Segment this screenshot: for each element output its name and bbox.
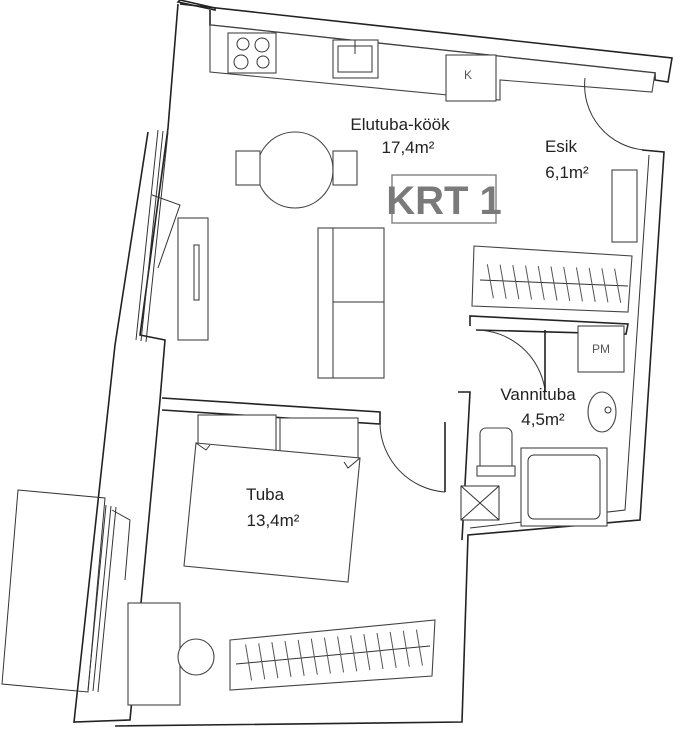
wardrobe-hangers <box>486 264 622 303</box>
dining-set <box>235 131 358 209</box>
bedroom-wardrobe-hanger <box>415 629 423 666</box>
bedroom-area: 13,4m² <box>247 511 300 530</box>
bath-door-swing <box>475 329 546 391</box>
hall-wardrobe-hanger <box>563 266 571 302</box>
wardrobe <box>471 245 633 313</box>
hall-name: Esik <box>545 137 578 156</box>
hall-wardrobe-hanger <box>537 265 545 301</box>
hall-wardrobe-hanger <box>486 264 494 299</box>
dining-chair-left <box>235 150 261 186</box>
bathroom: PM <box>458 315 629 541</box>
bedroom-window-swing <box>111 509 131 581</box>
bedroom-wardrobe-hanger <box>363 634 371 671</box>
bath-washbasin <box>587 391 617 433</box>
stove-burner-1 <box>236 37 250 51</box>
bedroom-wardrobe-hanger <box>310 638 318 675</box>
kitchen: K <box>209 24 656 102</box>
dining-table <box>256 131 334 209</box>
hall-wardrobe-hanger <box>601 268 609 303</box>
bed-corner-right <box>343 457 361 469</box>
tv-stand <box>177 217 209 341</box>
bathroom-area: 4,5m² <box>521 410 565 429</box>
window-line-6 <box>97 506 117 693</box>
bed <box>183 442 361 583</box>
shoe-cabinet <box>611 169 638 243</box>
desk-chair <box>177 638 215 676</box>
bedroom-door-swing <box>379 424 446 493</box>
window-line-1 <box>135 129 159 341</box>
bedroom-wardrobe-hanger <box>389 631 397 668</box>
window-line-4 <box>87 504 107 691</box>
toilet <box>479 427 513 473</box>
bedroom-wardrobe-hanger <box>284 640 292 678</box>
hall-wardrobe-hanger <box>588 267 596 302</box>
bath-top-wall <box>469 315 629 335</box>
bedroom-wardrobe-hanger <box>323 637 331 674</box>
bedroom-wardrobe-hanger <box>297 639 305 676</box>
fridge <box>445 54 497 102</box>
entry-door-swing <box>584 77 646 151</box>
bedroom-wardrobe-hanger <box>258 643 266 680</box>
bedroom-wardrobe-hanger <box>402 630 410 667</box>
shaft-cross-2 <box>460 485 500 521</box>
bedroom-wardrobe-hangers <box>245 629 423 681</box>
stove <box>227 32 277 74</box>
bedroom-wardrobe-hanger <box>271 642 279 679</box>
bedroom-wardrobe-hanger <box>245 644 253 681</box>
sofa <box>317 227 385 379</box>
bedroom-wardrobe-hanger <box>337 636 345 673</box>
bedroom-wardrobe-rail <box>235 645 431 665</box>
hall-wardrobe-hanger <box>614 268 622 303</box>
hall-wardrobe-hanger <box>499 264 507 299</box>
bathroom-name: Vannituba <box>500 385 576 404</box>
entrance <box>471 77 646 313</box>
room-labels: Elutuba-köök 17,4m² Esik 6,1m² Vannituba… <box>246 115 589 530</box>
washer-label: PM <box>592 342 610 356</box>
stove-burner-3 <box>233 54 249 70</box>
unit-badge-box <box>391 174 497 224</box>
bedroom-name: Tuba <box>246 485 285 504</box>
desk <box>127 602 181 706</box>
window-line-5 <box>92 505 112 692</box>
hall-wardrobe-hanger <box>575 267 583 302</box>
hall-wardrobe-hanger <box>512 265 520 300</box>
hall-wardrobe-hanger <box>525 265 533 300</box>
windows <box>87 129 181 693</box>
kitchen-counter <box>209 24 656 101</box>
shower-tray <box>527 454 601 520</box>
living-furniture <box>177 217 385 379</box>
fridge-label: K <box>464 68 472 82</box>
window-line-3 <box>145 131 169 343</box>
bedroom <box>127 397 446 706</box>
unit-label: KRT 1 <box>386 179 502 223</box>
balcony <box>1 489 106 693</box>
window-line-2 <box>140 130 164 342</box>
right-wall <box>114 149 665 727</box>
tv <box>193 244 200 301</box>
bedroom-wardrobe-hanger <box>376 632 384 670</box>
shower <box>520 447 608 527</box>
washbasin-drain <box>604 406 612 414</box>
dining-chair-right <box>332 150 358 186</box>
toilet-tank <box>476 465 516 477</box>
hall-area: 6,1m² <box>545 163 589 182</box>
hall-wardrobe-hanger <box>550 266 558 301</box>
living-room-name: Elutuba-köök <box>350 115 450 134</box>
living-room-area: 17,4m² <box>382 138 435 157</box>
washing-machine <box>577 325 625 373</box>
bed-corner-left <box>195 442 211 451</box>
unit-badge: KRT 1 <box>386 174 502 224</box>
bedroom-wardrobe-hanger <box>350 635 358 672</box>
stove-burner-4 <box>256 55 270 69</box>
balcony-door-swing <box>151 194 181 269</box>
stove-burner-2 <box>254 37 270 53</box>
